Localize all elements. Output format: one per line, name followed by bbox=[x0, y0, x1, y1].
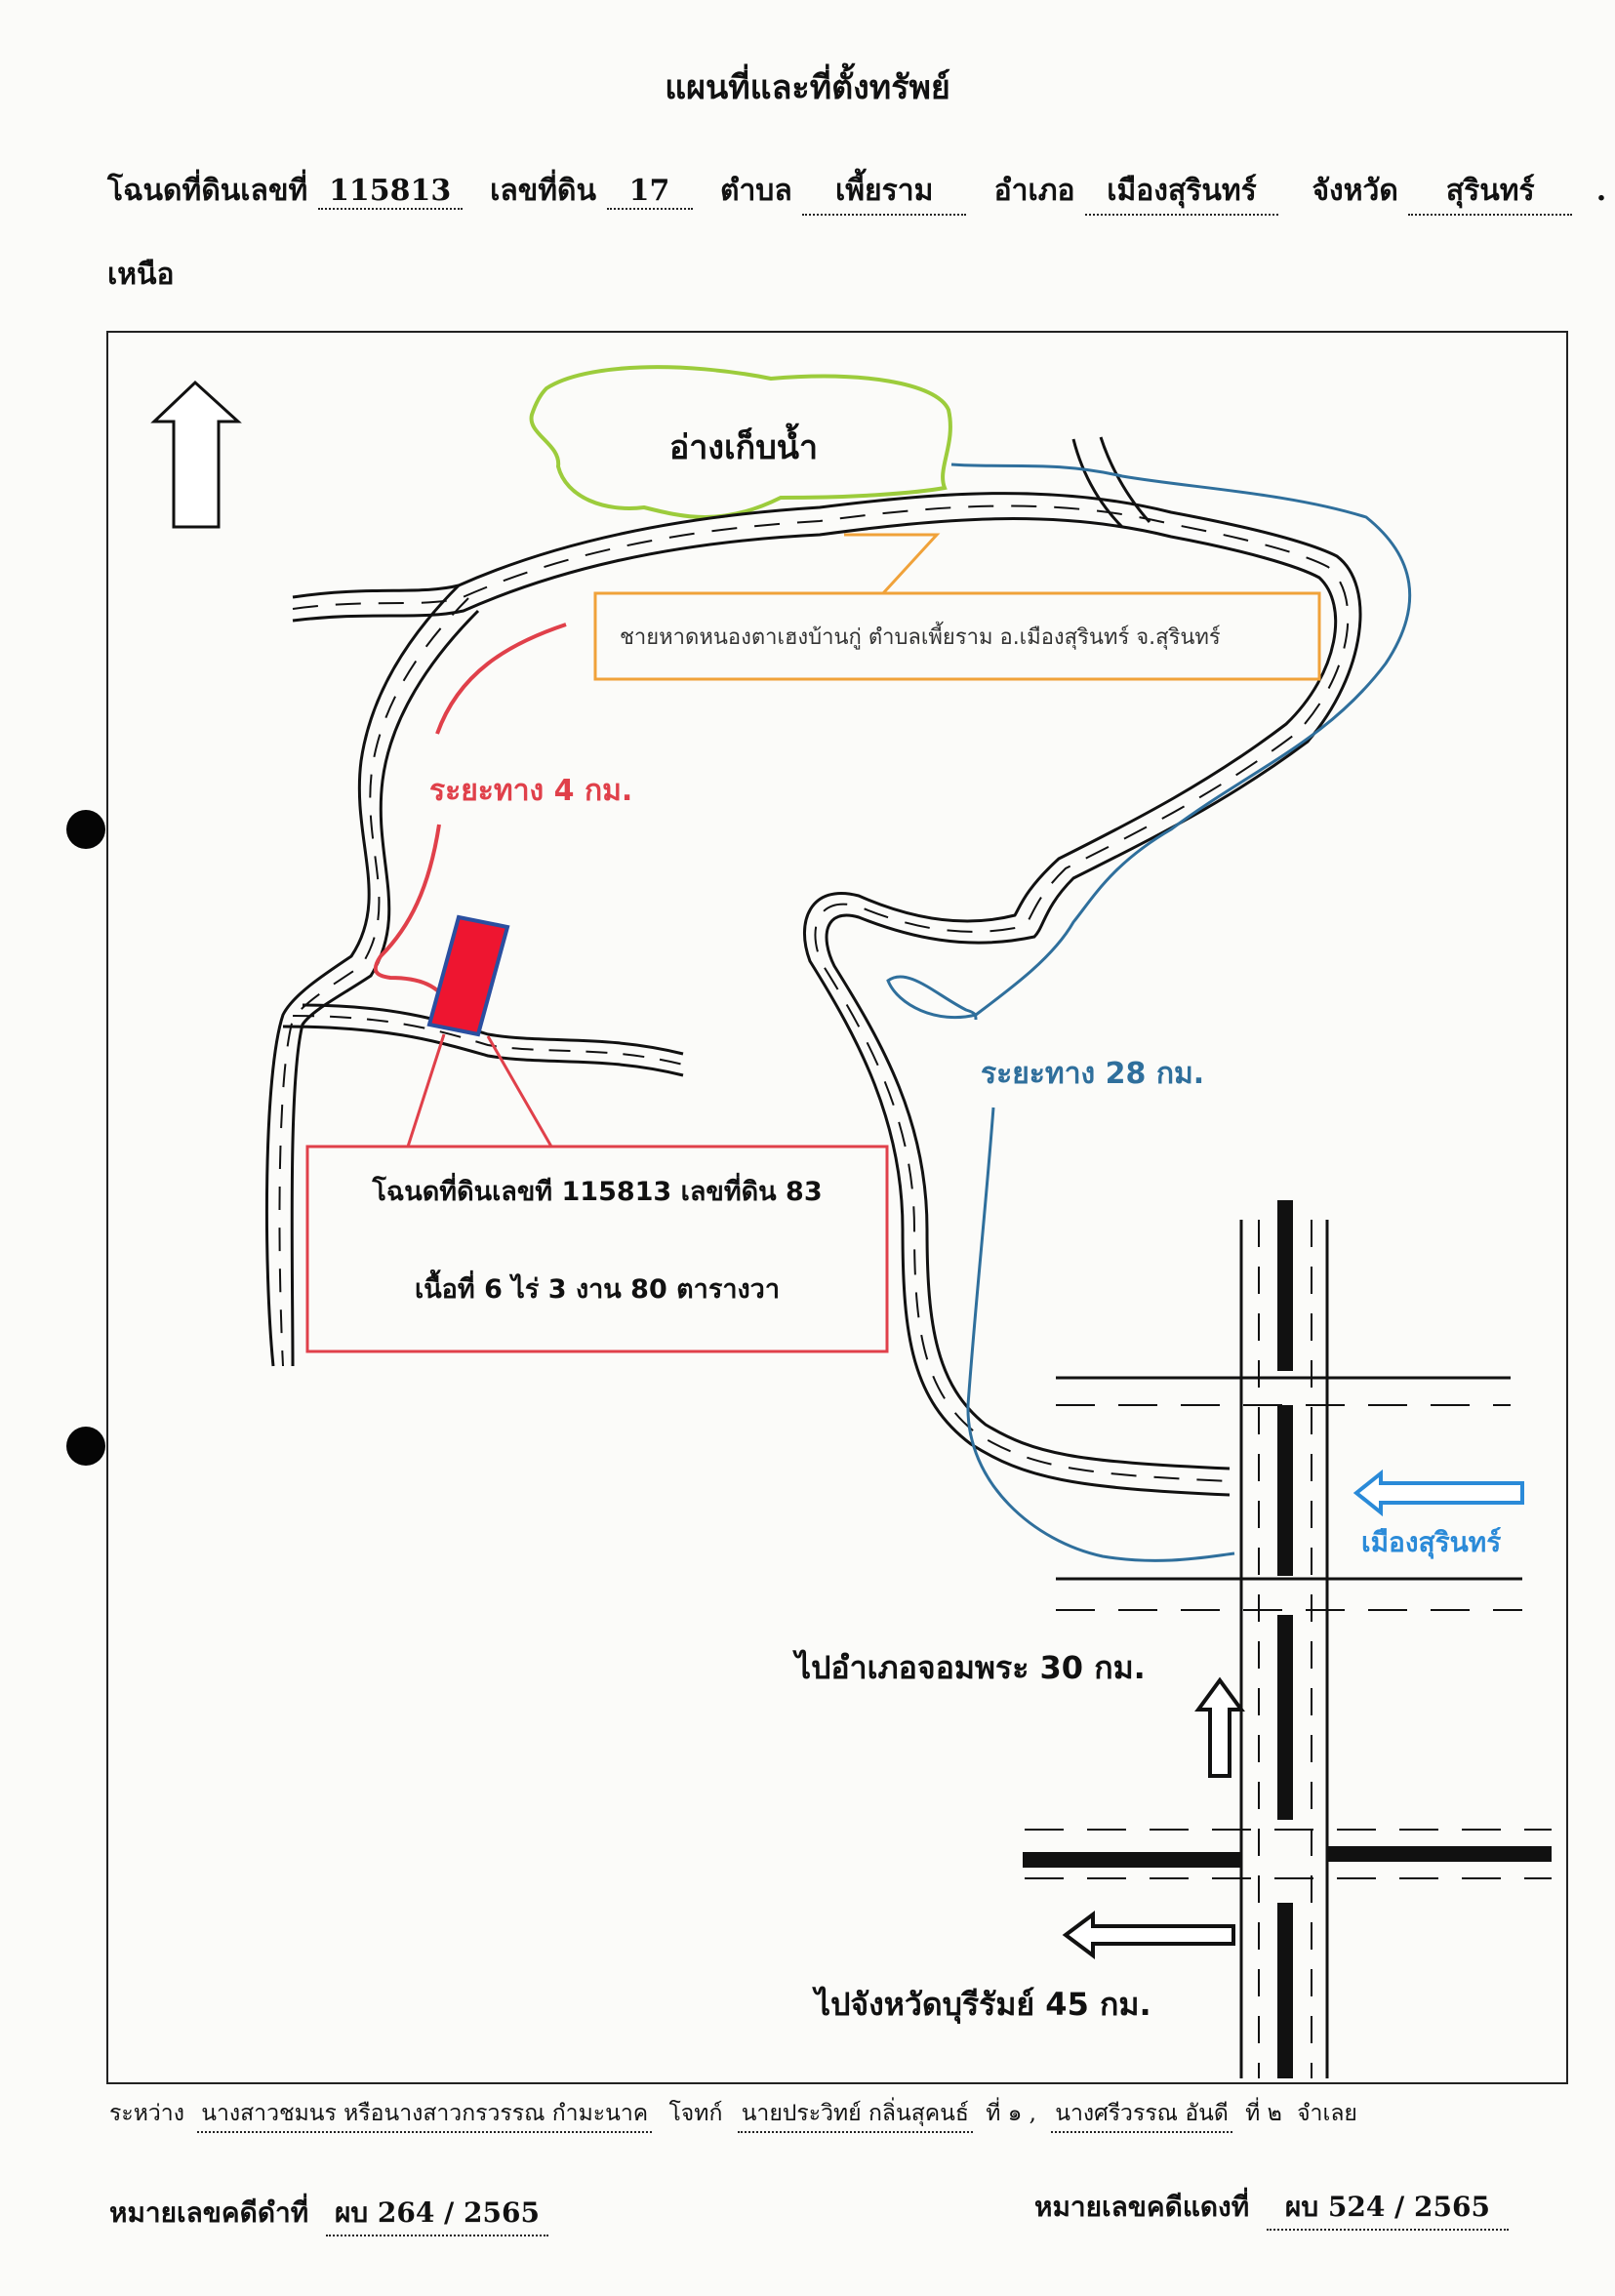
map-frame bbox=[106, 331, 1568, 2084]
highway-grid bbox=[1025, 1220, 1552, 2078]
beach-label-box bbox=[593, 591, 1321, 681]
route-28km-upper bbox=[886, 463, 1412, 1021]
province-label: จังหวัด bbox=[1312, 174, 1398, 208]
punch-hole bbox=[66, 810, 105, 849]
city-arrow-icon bbox=[1353, 1469, 1524, 1517]
black-case-row: หมายเลขคดีดำที่ ผบ 264 / 2565 bbox=[109, 2192, 548, 2236]
route-28km-lower bbox=[966, 1107, 1235, 1562]
province-value: สุรินทร์ bbox=[1408, 168, 1573, 216]
plaintiff-name: นางสาวชมนร หรือนางสาวกรวรรณ กำมะนาค bbox=[197, 2096, 653, 2133]
tambon-label: ตำบล bbox=[719, 174, 792, 208]
parcel-marker bbox=[426, 914, 510, 1037]
defendant-label: จำเลย bbox=[1297, 2101, 1357, 2126]
north-arrow-icon bbox=[150, 380, 242, 529]
left-road bbox=[264, 584, 480, 1367]
distance-28km-label: ระยะทาง 28 กม. bbox=[981, 1057, 1204, 1091]
left-arrow-icon bbox=[1062, 1911, 1235, 1959]
plaintiff-label: โจทก์ bbox=[668, 2101, 723, 2126]
parties-row: ระหว่าง นางสาวชมนร หรือนางสาวกรวรรณ กำมะ… bbox=[109, 2096, 1357, 2133]
beach-callout-pointer bbox=[844, 533, 941, 595]
page-title: แผนที่และที่ตั้งทรัพย์ bbox=[665, 68, 950, 107]
north-label: เหนือ bbox=[107, 258, 175, 292]
to-chom-phra-label: ไปอำเภอจอมพระ 30 กม. bbox=[792, 1649, 1146, 1686]
black-case-number: ผบ 264 / 2565 bbox=[325, 2192, 548, 2236]
end-mark: . bbox=[1595, 174, 1607, 208]
red-case-label: หมายเลขคดีแดงที่ bbox=[1034, 2191, 1250, 2223]
parcel-callout-lines bbox=[406, 1033, 553, 1148]
black-case-label: หมายเลขคดีดำที่ bbox=[109, 2196, 309, 2229]
side-road-top bbox=[1071, 436, 1151, 529]
city-label: เมืองสุรินทร์ bbox=[1361, 1526, 1501, 1559]
deed-number: 115813 bbox=[317, 174, 463, 210]
distance-4km-label: ระยะทาง 4 กม. bbox=[429, 774, 632, 808]
up-arrow-icon bbox=[1194, 1676, 1245, 1778]
deed-label: โฉนดที่ดินเลขที่ bbox=[107, 174, 308, 208]
red-case-number: ผบ 524 / 2565 bbox=[1266, 2186, 1509, 2231]
beach-label: ชายหาดหนองตาเฮงบ้านกู่ ตำบลเพี้ยราม อ.เม… bbox=[620, 622, 1221, 650]
route-4km-lower bbox=[373, 824, 451, 1006]
defendant-1-suffix: ที่ ๑ , bbox=[986, 2101, 1036, 2126]
highway-median bbox=[1023, 1200, 1552, 2078]
punch-hole bbox=[66, 1427, 105, 1466]
parcel-road bbox=[282, 1003, 684, 1077]
reservoir-outline bbox=[529, 365, 952, 519]
amphoe-value: เมืองสุรินทร์ bbox=[1085, 168, 1279, 216]
reservoir-label: อ่างเก็บน้ำ bbox=[669, 423, 818, 467]
land-number: 17 bbox=[606, 174, 693, 210]
parcel-line-1: โฉนดที่ดินเลขที 115813 เลขที่ดิน 83 bbox=[371, 1172, 822, 1207]
parcel-line-2: เนื้อที่ 6 ไร่ 3 งาน 80 ตารางวา bbox=[415, 1269, 780, 1305]
defendant-2-name: นางศรีวรรณ อันดี bbox=[1051, 2096, 1232, 2133]
tambon-value: เพี้ยราม bbox=[802, 168, 967, 216]
route-4km-upper bbox=[435, 623, 567, 735]
to-buriram-label: ไปจังหวัดบุรีรัมย์ 45 กม. bbox=[812, 1986, 1151, 2025]
red-case-row: หมายเลขคดีแดงที่ ผบ 524 / 2565 bbox=[1034, 2186, 1509, 2231]
deed-info-row: โฉนดที่ดินเลขที่ 115813 เลขที่ดิน 17 ตำบ… bbox=[107, 168, 1606, 216]
between-label: ระหว่าง bbox=[109, 2101, 184, 2126]
amphoe-label: อำเภอ bbox=[993, 174, 1075, 208]
defendant-1-name: นายประวิทย์ กลิ่นสุคนธ์ bbox=[737, 2096, 973, 2133]
defendant-2-suffix: ที่ ๒ bbox=[1245, 2101, 1282, 2126]
land-number-label: เลขที่ดิน bbox=[490, 174, 597, 208]
parcel-info-box bbox=[305, 1145, 889, 1353]
